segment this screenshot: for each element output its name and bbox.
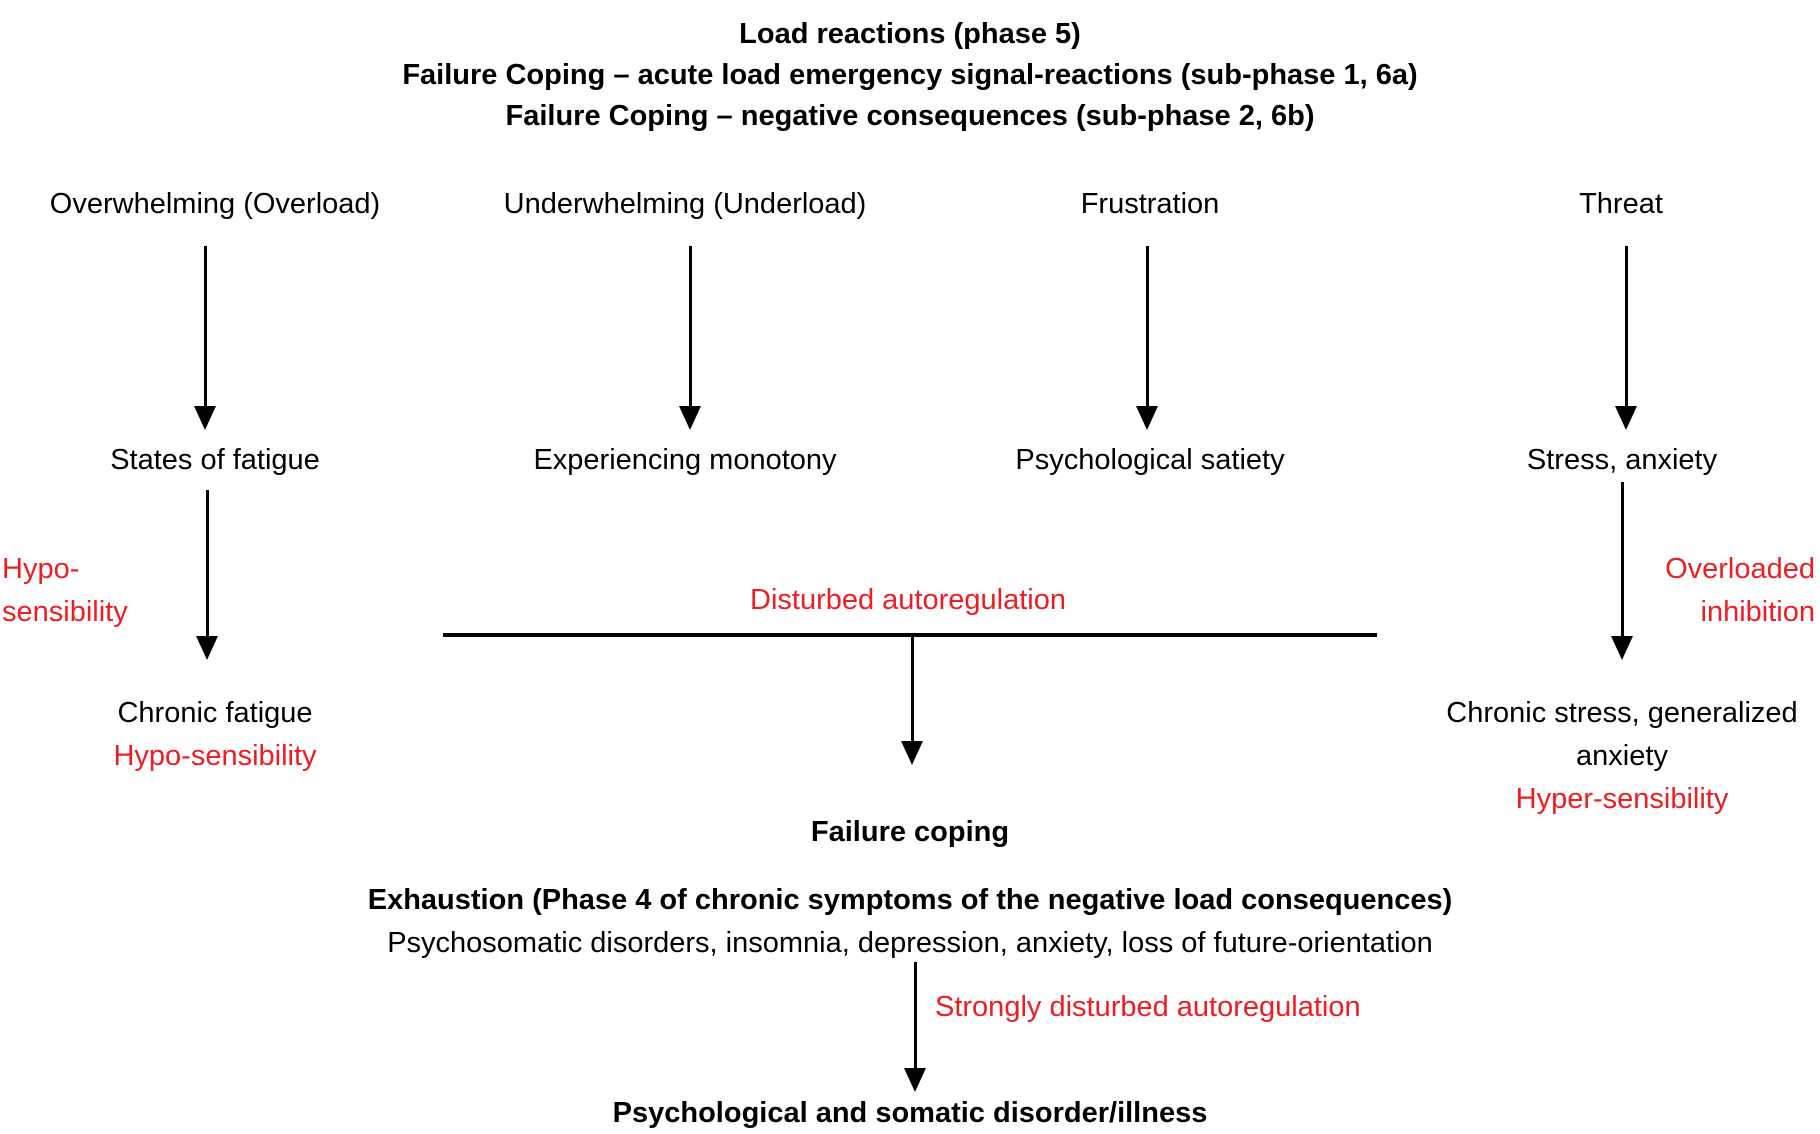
arrow-head-icon — [1611, 636, 1633, 660]
arrow-shaft — [913, 962, 917, 1076]
arrow-head-icon — [1136, 406, 1158, 430]
arrow-shaft — [1620, 482, 1624, 644]
arrow-head-icon — [904, 1068, 926, 1092]
arrow-shaft — [688, 246, 692, 414]
arrow-shaft — [203, 246, 207, 414]
arrow-head-icon — [1615, 406, 1637, 430]
annotation-hypo-line-2: sensibility — [2, 596, 128, 628]
diagram-title: Load reactions (phase 5) Failure Coping … — [0, 14, 1820, 137]
arrow-head-icon — [196, 636, 218, 660]
title-line-1: Load reactions (phase 5) — [739, 18, 1081, 50]
exhaustion-detail: Psychosomatic disorders, insomnia, depre… — [387, 927, 1433, 959]
annotation-overloaded-line-2: inhibition — [1700, 596, 1815, 628]
header-frustration: Frustration — [1080, 188, 1220, 220]
annotation-disturbed-autoregulation: Disturbed autoregulation — [750, 584, 1066, 616]
reaction-stress-anxiety: Stress, anxiety — [1526, 444, 1718, 476]
node-final-disorder: Psychological and somatic disorder/illne… — [612, 1097, 1208, 1129]
node-failure-coping: Failure coping — [810, 816, 1010, 848]
title-line-2: Failure Coping – acute load emergency si… — [402, 59, 1418, 91]
header-overwhelming: Overwhelming (Overload) — [49, 188, 381, 220]
annotation-overloaded-line-1: Overloaded — [1665, 553, 1815, 585]
outcome-chronic-stress-line-1: Chronic stress, generalized — [1446, 697, 1798, 729]
outcome-chronic-stress-annotation: Hyper-sensibility — [1515, 783, 1729, 815]
reaction-states-of-fatigue: States of fatigue — [110, 444, 320, 476]
reaction-experiencing-monotony: Experiencing monotony — [533, 444, 837, 476]
outcome-chronic-fatigue: Chronic fatigue Hypo-sensibility — [113, 692, 316, 778]
annotation-overloaded-inhibition: Overloaded inhibition — [1665, 548, 1815, 634]
reaction-psychological-satiety: Psychological satiety — [1015, 444, 1285, 476]
outcome-chronic-fatigue-label: Chronic fatigue — [117, 697, 313, 729]
collector-line — [443, 633, 1377, 637]
outcome-chronic-stress-line-2: anxiety — [1576, 740, 1668, 772]
arrow-head-icon — [194, 406, 216, 430]
annotation-strongly-disturbed: Strongly disturbed autoregulation — [935, 991, 1361, 1023]
annotation-hypo-sensibility: Hypo- sensibility — [2, 548, 128, 634]
arrow-head-icon — [679, 406, 701, 430]
arrow-head-icon — [901, 741, 923, 765]
header-underwhelming: Underwhelming (Underload) — [503, 188, 867, 220]
outcome-chronic-fatigue-annotation: Hypo-sensibility — [113, 740, 317, 772]
exhaustion-heading: Exhaustion (Phase 4 of chronic symptoms … — [367, 884, 1453, 916]
annotation-hypo-line-1: Hypo- — [2, 553, 80, 585]
title-line-3: Failure Coping – negative consequences (… — [505, 100, 1315, 132]
arrow-shaft — [205, 490, 209, 644]
outcome-chronic-stress: Chronic stress, generalized anxiety Hype… — [1446, 692, 1797, 821]
header-threat: Threat — [1579, 188, 1663, 220]
exhaustion-block: Exhaustion (Phase 4 of chronic symptoms … — [0, 879, 1820, 965]
arrow-shaft — [1624, 246, 1628, 414]
arrow-shaft — [1145, 246, 1149, 414]
arrow-shaft — [910, 635, 914, 749]
